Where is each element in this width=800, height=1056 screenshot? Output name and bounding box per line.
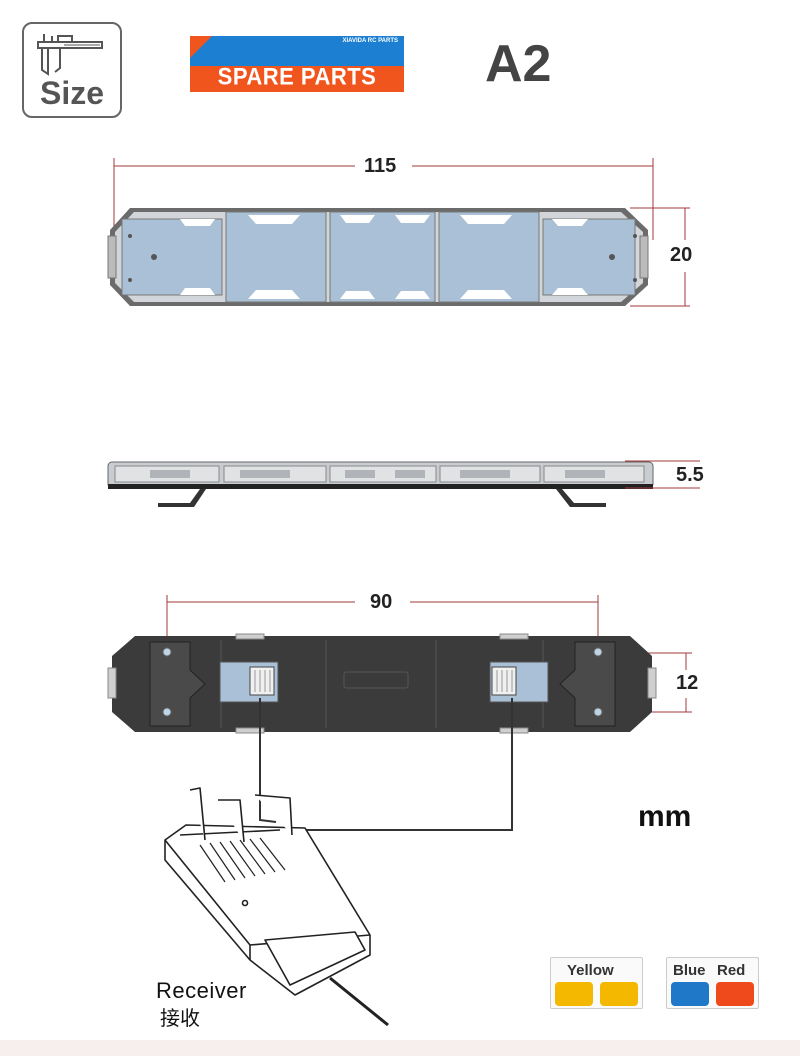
- receiver-label-cn: 接收: [160, 1006, 200, 1030]
- dim-hole-pitch: 12: [676, 672, 699, 694]
- banner-top-band: [190, 36, 404, 66]
- legend-yellow-title: Yellow: [567, 962, 614, 979]
- light-bar-bottom-view: [107, 633, 657, 734]
- light-bar-top-view: [107, 208, 649, 306]
- size-label: Size: [39, 75, 105, 111]
- yellow-chip-1: [555, 982, 593, 1006]
- model-code: A2: [485, 35, 552, 93]
- blue-chip: [671, 982, 709, 1006]
- yellow-chip-2: [600, 982, 638, 1006]
- dim-length: 115: [364, 155, 397, 177]
- dimension-hole-spacing-line: [166, 595, 599, 650]
- legend-red-title: Red: [717, 962, 746, 979]
- legend-blue-red: Blue Red: [666, 957, 759, 1009]
- banner-bottom-band: [190, 66, 404, 92]
- dimension-width-line: [630, 207, 690, 307]
- spare-parts-banner: XIAVIDA RC PARTS SPARE PARTS: [190, 36, 404, 92]
- receiver-illustration: [164, 787, 389, 1027]
- wire-harness: [259, 698, 513, 831]
- bottom-strip: [0, 1040, 800, 1056]
- caliper-icon: [37, 34, 103, 76]
- red-chip: [716, 982, 754, 1006]
- unit-label: mm: [638, 800, 692, 833]
- dimension-height-line: [625, 460, 700, 489]
- dim-height: 5.5: [676, 464, 704, 486]
- light-bar-side-view: [107, 461, 654, 507]
- banner-brand: XIAVIDA RC PARTS: [342, 38, 398, 44]
- dimension-length-line: [113, 158, 654, 240]
- legend-blue-title: Blue: [673, 962, 706, 979]
- legend-yellow: Yellow: [550, 957, 643, 1009]
- receiver-label: Receiver: [156, 978, 247, 1003]
- banner-corner: [190, 36, 212, 58]
- size-badge: Size: [22, 22, 122, 118]
- dim-width: 20: [670, 244, 693, 266]
- banner-title: SPARE PARTS: [217, 62, 377, 91]
- dim-hole-spacing: 90: [370, 591, 393, 613]
